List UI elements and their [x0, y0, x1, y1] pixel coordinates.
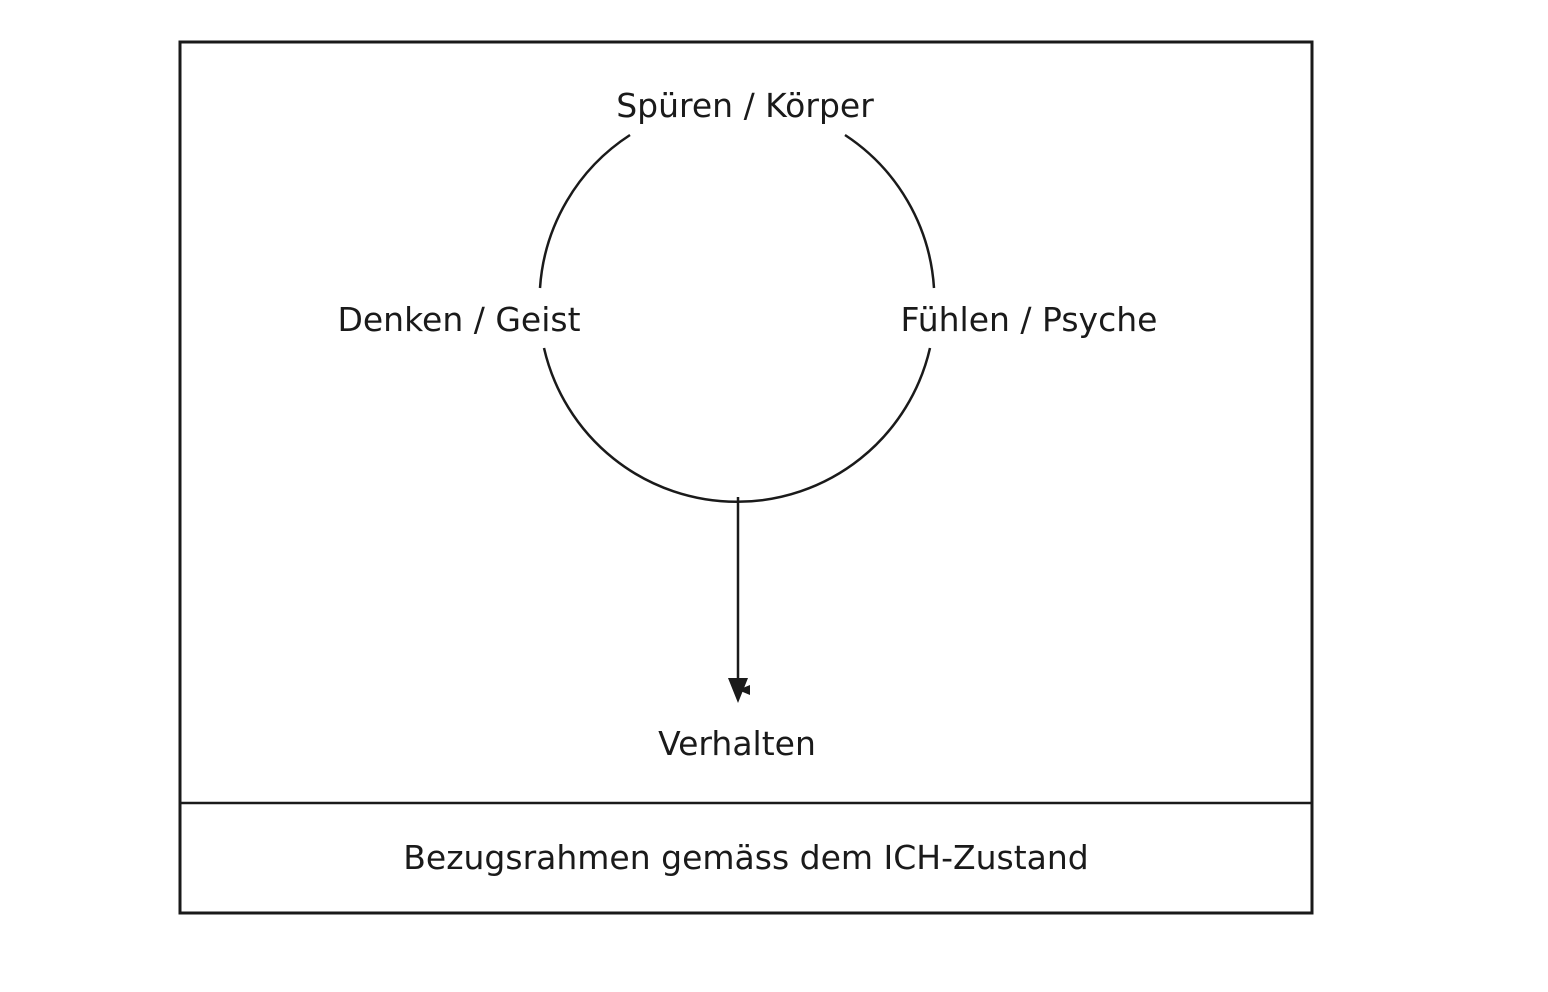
cycle-circle [538, 133, 936, 504]
arc-top-left [538, 133, 631, 289]
label-left-denken-geist: Denken / Geist [337, 300, 580, 339]
outer-frame [178, 40, 1314, 915]
arc-bottom-right [542, 347, 932, 504]
footer-caption: Bezugsrahmen gemäss dem ICH-Zustand [403, 838, 1089, 877]
label-top-spueren-koerper: Spüren / Körper [616, 86, 874, 125]
arrowhead-icon [728, 678, 748, 703]
label-right-fuehlen-psyche: Fühlen / Psyche [901, 300, 1158, 339]
label-bottom-verhalten: Verhalten [658, 724, 816, 763]
arc-top-right [844, 133, 936, 289]
